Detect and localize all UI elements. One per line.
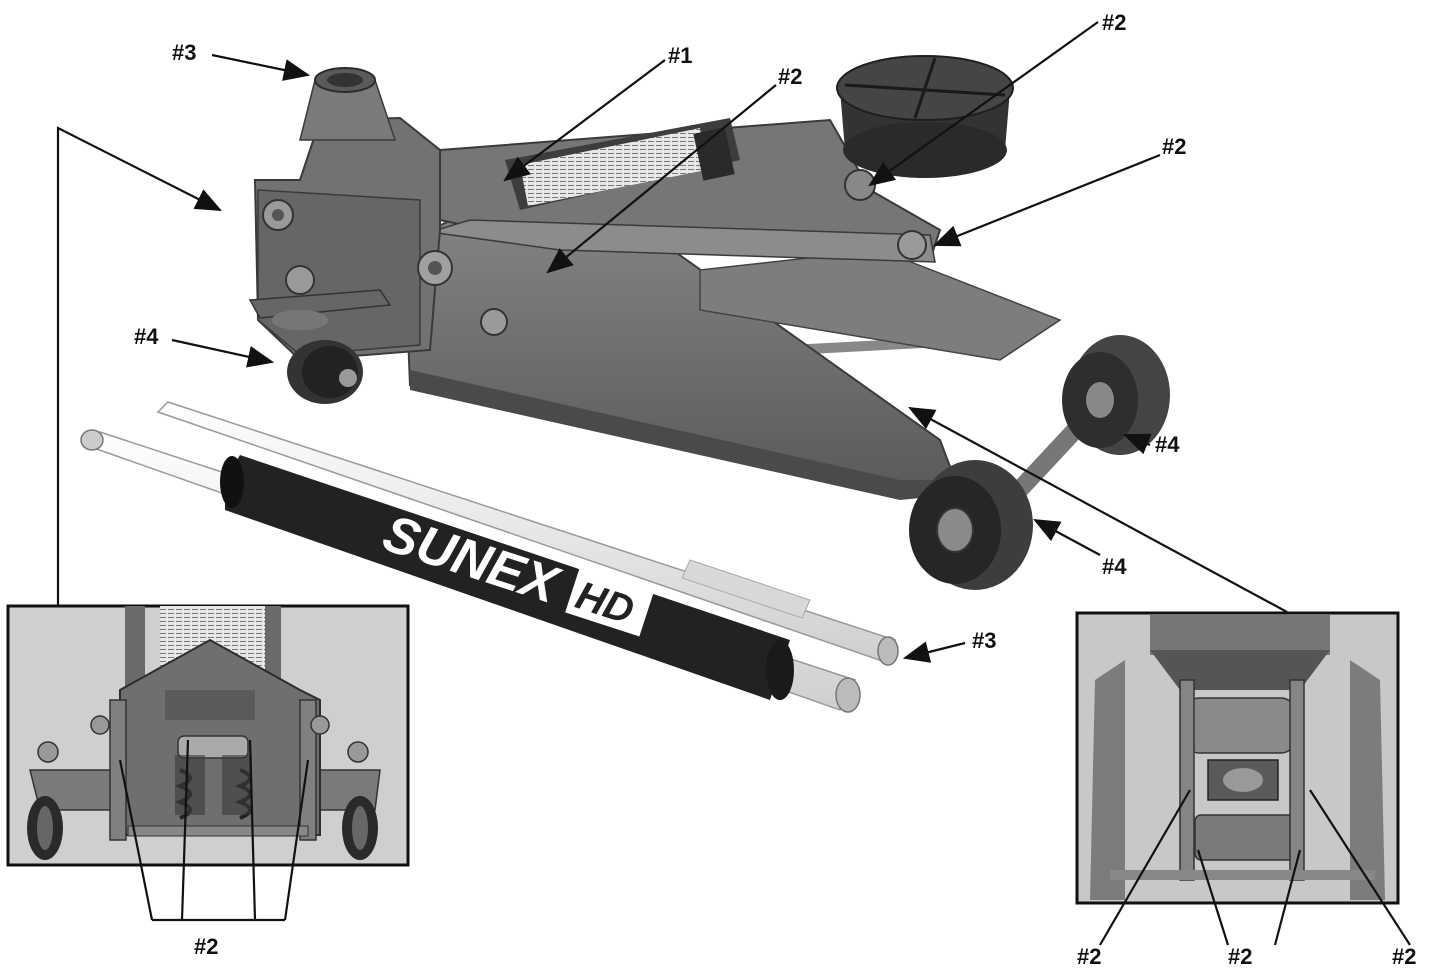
arrow-inset-right-1 bbox=[1099, 789, 1191, 946]
callout-label-plate: #1 bbox=[668, 43, 693, 68]
callout-pin-saddle: #2 bbox=[1102, 10, 1127, 35]
callout-inset-left-pins: #2 bbox=[194, 934, 219, 959]
arrow-pin-center bbox=[546, 84, 777, 274]
arrow-pin-saddle bbox=[868, 21, 1099, 187]
arrow-inset-left-3 bbox=[248, 739, 257, 921]
inset-right bbox=[1075, 611, 1400, 905]
frame-lower-lip bbox=[410, 370, 955, 500]
leader-left-inset bbox=[56, 126, 222, 606]
callout-handle: #3 bbox=[972, 628, 997, 653]
arrow-front-caster bbox=[171, 338, 275, 368]
callout-pin-center: #2 bbox=[778, 64, 803, 89]
bolt-front-upper bbox=[262, 199, 294, 231]
callout-inset-right-b: #2 bbox=[1228, 944, 1253, 969]
handle-socket bbox=[299, 67, 397, 141]
arrow-rear-wheel-right bbox=[1122, 433, 1152, 455]
arrow-pin-arm bbox=[932, 153, 1161, 247]
arrow-rear-wheel-front bbox=[1033, 518, 1101, 556]
logo-text: SUNEX bbox=[376, 504, 567, 616]
jack-handle: SUNEX HD bbox=[80, 401, 899, 713]
arrow-top-cap bbox=[211, 53, 311, 81]
handle-grip bbox=[225, 455, 790, 700]
lift-arm-bar bbox=[429, 219, 936, 263]
bolt-arm-pin bbox=[897, 230, 927, 260]
rear-wheel-near bbox=[909, 460, 1033, 590]
callout-arrows bbox=[56, 21, 1411, 946]
logo-hd-box bbox=[565, 568, 654, 637]
floor-jack bbox=[248, 55, 1170, 590]
callout-inset-right-c: #2 bbox=[1392, 944, 1417, 969]
arrow-inset-right-3 bbox=[1273, 849, 1302, 946]
inset-left bbox=[6, 604, 410, 867]
arrow-inset-left-4 bbox=[283, 759, 310, 921]
callout-rear-wheel-right: #4 bbox=[1155, 432, 1180, 457]
lifting-saddle bbox=[836, 55, 1014, 178]
front-caster bbox=[248, 265, 392, 404]
arrow-inset-right-2 bbox=[1196, 849, 1230, 946]
bolt-lower bbox=[480, 308, 508, 336]
callout-front-caster: #4 bbox=[134, 324, 159, 349]
arrow-inset-left-1 bbox=[118, 759, 154, 921]
callout-pin-arm: #2 bbox=[1162, 134, 1187, 159]
arrow-handle bbox=[902, 641, 966, 663]
bolt-pivot bbox=[417, 250, 453, 286]
callout-top-cap: #3 bbox=[172, 40, 197, 65]
rear-wheel-far bbox=[1062, 335, 1170, 455]
arrow-label-plate bbox=[503, 59, 666, 182]
leader-right-inset bbox=[908, 406, 1288, 613]
callout-rear-wheel-front: #4 bbox=[1102, 554, 1127, 579]
callout-inset-right-a: #2 bbox=[1077, 944, 1102, 969]
warning-label-plate bbox=[505, 118, 740, 210]
arrow-inset-right-4 bbox=[1309, 789, 1411, 946]
arrow-inset-left-2 bbox=[180, 739, 190, 921]
